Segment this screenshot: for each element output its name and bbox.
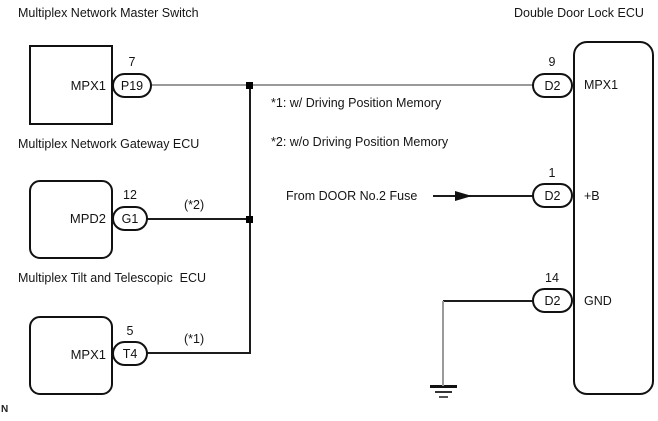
wire-gnd-vertical (442, 301, 444, 386)
tilt-telescopic-ecu-title: Multiplex Tilt and Telescopic ECU (18, 271, 207, 285)
connector-pill-d2-gnd: D2 (532, 288, 573, 313)
junction-dot-g1 (246, 216, 253, 223)
fuse-source-label: From DOOR No.2 Fuse (286, 189, 418, 203)
master-switch-title: Multiplex Network Master Switch (18, 6, 199, 20)
connector-pill-p19: P19 (112, 73, 152, 98)
door-lock-ecu-box (573, 41, 654, 395)
ecu-pin-label-b: +B (584, 189, 600, 203)
wire-fuse-to-b (433, 195, 534, 197)
master-switch-box-label: MPX1 (70, 78, 106, 93)
note-driving-position-memory-1: *1: w/ Driving Position Memory (271, 96, 442, 110)
wire-mpx1-to-d2 (150, 84, 534, 86)
gateway-ecu-box-label: MPD2 (69, 211, 106, 226)
corner-text-n: N (1, 404, 9, 415)
connector-pill-d2-b: D2 (532, 183, 573, 208)
wire-t4-branch (147, 352, 250, 354)
tilt-ecu-box (29, 316, 113, 395)
door-lock-ecu-title: Double Door Lock ECU (514, 6, 644, 20)
pin-number-gateway: 12 (123, 188, 137, 202)
pin-number-master-switch: 7 (128, 55, 136, 69)
gateway-ecu-title: Multiplex Network Gateway ECU (18, 137, 200, 151)
pin-number-tilt: 5 (126, 324, 134, 338)
tilt-ecu-box-label: MPX1 (70, 347, 106, 362)
gateway-ecu-box (29, 180, 113, 259)
pin-number-ecu-b: 1 (548, 166, 556, 180)
junction-dot-top (246, 82, 253, 89)
ecu-pin-label-gnd: GND (584, 294, 612, 308)
wire-tag-star1: (*1) (184, 332, 205, 346)
fuse-arrow-icon (455, 191, 472, 201)
wire-gnd-horizontal (443, 300, 534, 302)
wire-g1-branch (147, 218, 250, 220)
note-driving-position-memory-2: *2: w/o Driving Position Memory (271, 135, 449, 149)
connector-pill-d2-mpx1: D2 (532, 73, 573, 98)
connector-pill-g1: G1 (112, 206, 148, 231)
master-switch-box (29, 45, 113, 125)
pin-number-ecu-mpx1: 9 (548, 55, 556, 69)
pin-number-ecu-gnd: 14 (545, 271, 559, 285)
wire-tag-star2: (*2) (184, 198, 205, 212)
connector-pill-t4: T4 (112, 341, 148, 366)
ecu-pin-label-mpx1: MPX1 (584, 78, 619, 92)
